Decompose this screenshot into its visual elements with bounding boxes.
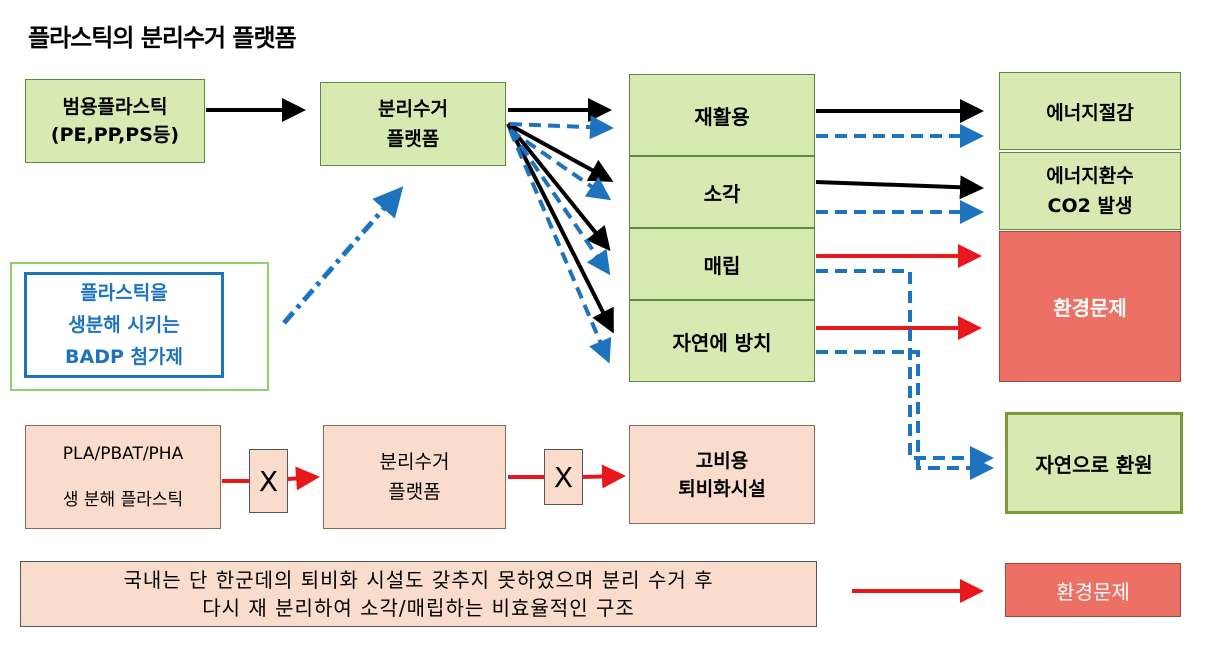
blue-route-natural-restore — [816, 350, 994, 480]
arrow-platform-incinerate — [507, 122, 614, 182]
x-mark-2: X — [544, 449, 583, 505]
landfill-label: 매립 — [703, 253, 741, 278]
legend-label: 환경문제 — [1056, 579, 1130, 604]
node-bio-plastic: PLA/PBAT/PHA 생 분해 플라스틱 — [25, 425, 221, 529]
energy-recover-line1: 에너지환수 — [1046, 165, 1134, 187]
blue-arrow-platform-incinerate — [508, 128, 612, 201]
platform-bottom-line2: 플랫폼 — [388, 481, 441, 503]
node-energy-save: 에너지절감 — [999, 72, 1181, 150]
diagram-title: 플라스틱의 분리수거 플랫폼 — [28, 24, 297, 52]
node-badp: 플라스틱을 생분해 시키는 BADP 첨가제 — [24, 272, 224, 378]
blue-arrow-platform-landfill — [508, 128, 611, 276]
bio-plastic-line1: PLA/PBAT/PHA — [62, 444, 184, 464]
badp-line2: 생분해 시키는 — [68, 314, 180, 336]
note-line2: 다시 재 분리하여 소각/매립하는 비효율적인 구조 — [202, 596, 635, 620]
node-high-cost: 고비용 퇴비화시설 — [629, 425, 815, 524]
recycle-label: 재활용 — [694, 104, 750, 129]
note-box: 국내는 단 한군데의 퇴비화 시설도 갖추지 못하였으며 분리 수거 후 다시 … — [20, 561, 817, 627]
x-mark-1-label: X — [258, 464, 279, 498]
incinerate-label: 소각 — [703, 181, 741, 206]
env-problem-label: 환경문제 — [1053, 296, 1127, 320]
node-platform-bottom: 분리수거 플랫폼 — [323, 425, 506, 529]
note-line1: 국내는 단 한군데의 퇴비화 시설도 갖추지 못하였으며 분리 수거 후 — [123, 568, 714, 592]
red-arrow-x1-platform — [287, 466, 320, 491]
high-cost-line1: 고비용 — [695, 449, 749, 472]
bio-plastic-line2: 생 분해 플라스틱 — [62, 490, 184, 510]
node-recycle: 재활용 — [629, 74, 815, 156]
restore-label: 자연으로 환원 — [1035, 452, 1153, 477]
natural-label: 자연에 방치 — [672, 330, 772, 355]
node-env-problem: 환경문제 — [999, 231, 1181, 382]
high-cost-line2: 퇴비화시설 — [678, 477, 766, 500]
general-plastic-line2: (PE,PP,PS등) — [50, 124, 180, 146]
x-mark-2-label: X — [553, 460, 574, 494]
energy-save-label: 에너지절감 — [1046, 101, 1134, 124]
node-natural: 자연에 방치 — [629, 300, 815, 382]
arrow-incinerate-energy — [815, 175, 984, 200]
red-arrow-x2-highcost — [581, 464, 626, 489]
badp-line3: BADP 첨가제 — [65, 346, 183, 368]
platform-top-line1: 분리수거 — [378, 98, 448, 120]
badp-line1: 플라스틱을 — [80, 282, 168, 304]
platform-top-line2: 플랫폼 — [386, 128, 440, 150]
node-platform-top: 분리수거 플랫폼 — [320, 82, 506, 166]
node-energy-recover: 에너지환수 CO2 발생 — [999, 152, 1181, 230]
legend-env-problem: 환경문제 — [1005, 563, 1181, 617]
node-restore: 자연으로 환원 — [1005, 412, 1183, 514]
arrow-platform-natural — [506, 123, 614, 334]
blue-arrow-platform-recycle — [509, 115, 614, 140]
node-incinerate: 소각 — [629, 156, 815, 228]
x-mark-1: X — [249, 449, 288, 513]
general-plastic-line1: 범용플라스틱 — [62, 96, 168, 118]
blue-route-landfill-restore — [816, 269, 994, 470]
node-landfill: 매립 — [629, 228, 815, 300]
blue-arrow-platform-natural — [508, 129, 612, 364]
energy-recover-line2: CO2 발생 — [1047, 195, 1133, 217]
arrow-platform-landfill — [506, 122, 611, 252]
platform-bottom-line1: 분리수거 — [379, 451, 450, 473]
blue-arrow-badp-to-platform — [282, 186, 404, 325]
node-general-plastic: 범용플라스틱 (PE,PP,PS등) — [25, 79, 205, 163]
